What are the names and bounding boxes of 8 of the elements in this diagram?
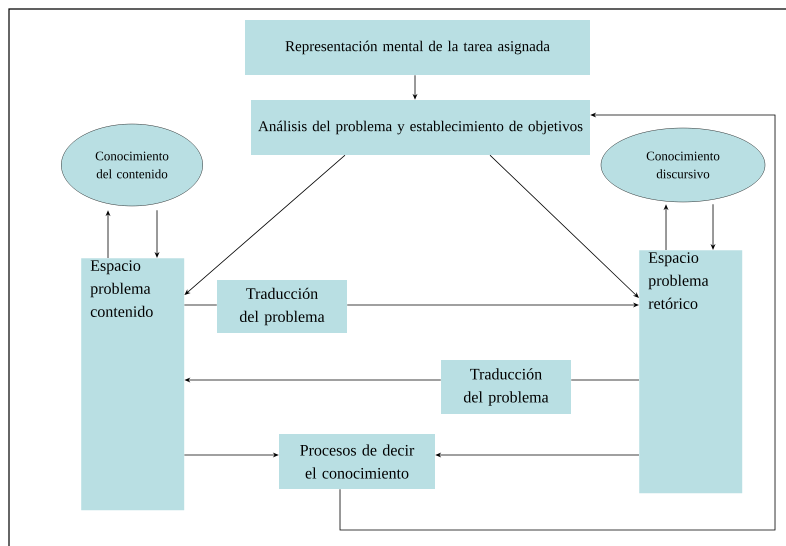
problem-space-box: Espacio problema contenido (81, 258, 184, 510)
process-box: Traducción del problema (441, 360, 571, 414)
process-box: Análisis del problema y establecimiento de objetivos (251, 100, 590, 155)
process-box: Procesos de decir el conocimiento (279, 434, 435, 489)
process-box: Representación mental de la tarea asignada (245, 20, 590, 75)
arrow (490, 154, 639, 298)
problem-space-box: Espacio problema retórico (639, 250, 742, 494)
process-box: Traducción del problema (217, 280, 347, 333)
